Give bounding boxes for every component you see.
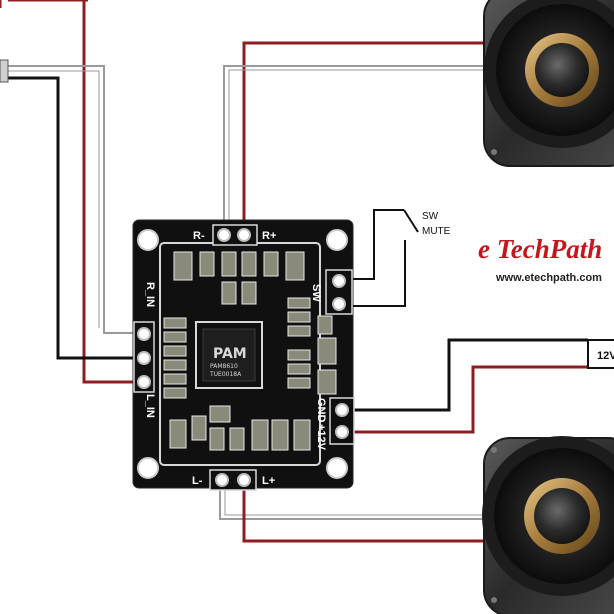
wire-input-red-left <box>82 0 133 384</box>
smd-components <box>163 251 337 451</box>
chip-line-2: TUE0018A <box>209 371 242 378</box>
brand-logo: e TechPath <box>478 234 602 264</box>
label-r-minus: R- <box>193 230 205 242</box>
mount-hole <box>326 229 348 251</box>
wire-input-black-left <box>2 76 133 360</box>
wire-power-red <box>340 365 588 434</box>
pin-header-audio-input <box>133 321 155 393</box>
wire-right-minus-gray-b <box>228 69 505 228</box>
speaker-right <box>483 0 614 167</box>
wire-input-gray-left-b <box>8 70 100 328</box>
audio-plug <box>0 59 9 83</box>
mount-hole <box>326 457 348 479</box>
mute-switch: SW MUTE <box>403 209 451 237</box>
amplifier-chip: PAM PAM8610 TUE0018A <box>195 321 263 389</box>
wire-power-black <box>340 338 588 412</box>
label-r-in: R_IN <box>144 282 156 307</box>
wire-right-plus-red <box>242 41 505 228</box>
mute-switch-label-mute: MUTE <box>422 226 451 237</box>
brand-url: www.etechpath.com <box>495 272 602 284</box>
wire-left-minus-gray-b <box>224 480 505 516</box>
wire-input-gray-left <box>8 65 133 334</box>
label-sw: SW <box>310 284 322 302</box>
label-l-plus: L+ <box>262 475 275 487</box>
wire-left-minus-gray <box>219 480 505 520</box>
label-l-minus: L- <box>192 475 203 487</box>
wire-mute-bottom <box>333 240 406 307</box>
amplifier-board: PAM PAM8610 TUE0018A R- R+ L- L+ R_IN L_… <box>132 219 355 491</box>
power-source: 12V <box>587 339 614 369</box>
pin-header-power <box>329 397 355 445</box>
speaker-left <box>482 436 614 614</box>
wire-right-minus-gray <box>223 65 505 228</box>
label-12v: +12V <box>315 424 327 451</box>
label-r-plus: R+ <box>262 230 276 242</box>
mount-hole <box>137 457 159 479</box>
pin-header-left-output <box>209 469 257 491</box>
mute-switch-label-sw: SW <box>422 211 439 222</box>
chip-logo: PAM <box>213 346 247 362</box>
pin-header-mute <box>325 269 353 315</box>
wires <box>0 0 588 543</box>
power-label: 12V <box>597 350 614 362</box>
label-l-in: L_IN <box>144 394 156 418</box>
pin-header-right-output <box>212 224 258 246</box>
wire-input-red <box>0 0 88 8</box>
branding: e TechPath www.etechpath.com <box>478 234 602 284</box>
label-gnd: GND <box>315 398 327 423</box>
chip-line-1: PAM8610 <box>210 363 238 370</box>
wire-left-plus-red <box>242 480 505 543</box>
mount-hole <box>137 229 159 251</box>
